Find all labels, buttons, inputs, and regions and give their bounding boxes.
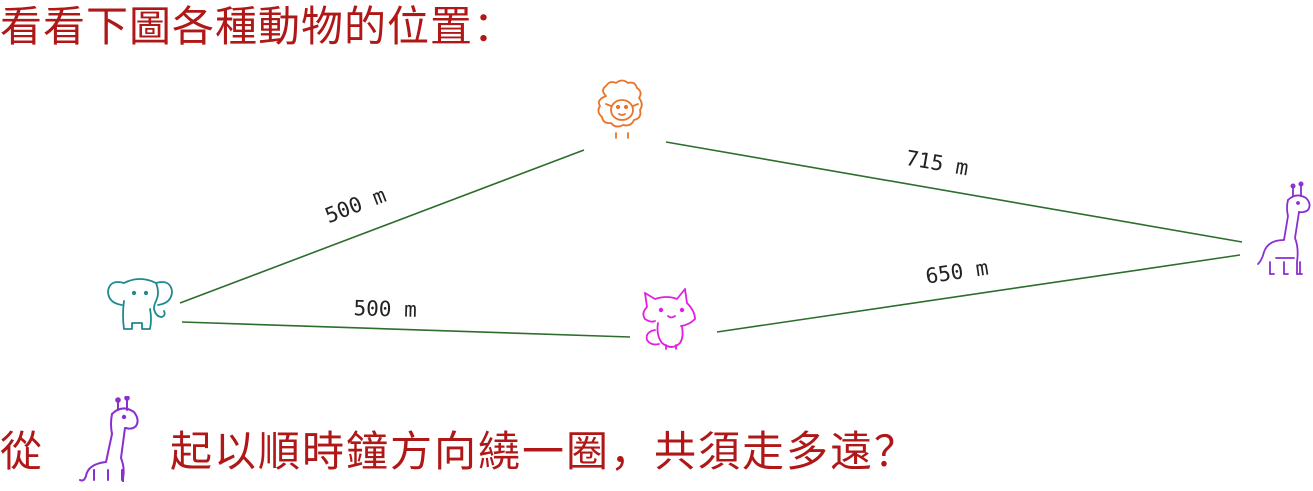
- sheep-icon: [597, 79, 643, 139]
- distance-label-fox-elephant: 500 m: [353, 296, 417, 322]
- giraffe-icon: [79, 396, 139, 482]
- route-sheep-giraffe: [665, 141, 1243, 243]
- elephant-icon: [107, 278, 173, 330]
- distance-label-giraffe-fox: 650 m: [924, 256, 990, 289]
- route-fox-elephant: [181, 321, 631, 338]
- distance-label-sheep-giraffe: 715 m: [904, 146, 970, 180]
- route-elephant-sheep: [179, 149, 585, 304]
- fox-icon: [642, 288, 696, 350]
- distance-label-elephant-sheep: 500 m: [322, 183, 390, 228]
- giraffe-icon: [1257, 181, 1311, 275]
- question-text: 起以順時鐘方向繞一圈，共須走多遠？: [170, 427, 919, 476]
- route-giraffe-fox: [716, 254, 1241, 333]
- question-prefix: 從: [0, 427, 43, 476]
- page-title: 看看下圖各種動物的位置：: [0, 2, 517, 51]
